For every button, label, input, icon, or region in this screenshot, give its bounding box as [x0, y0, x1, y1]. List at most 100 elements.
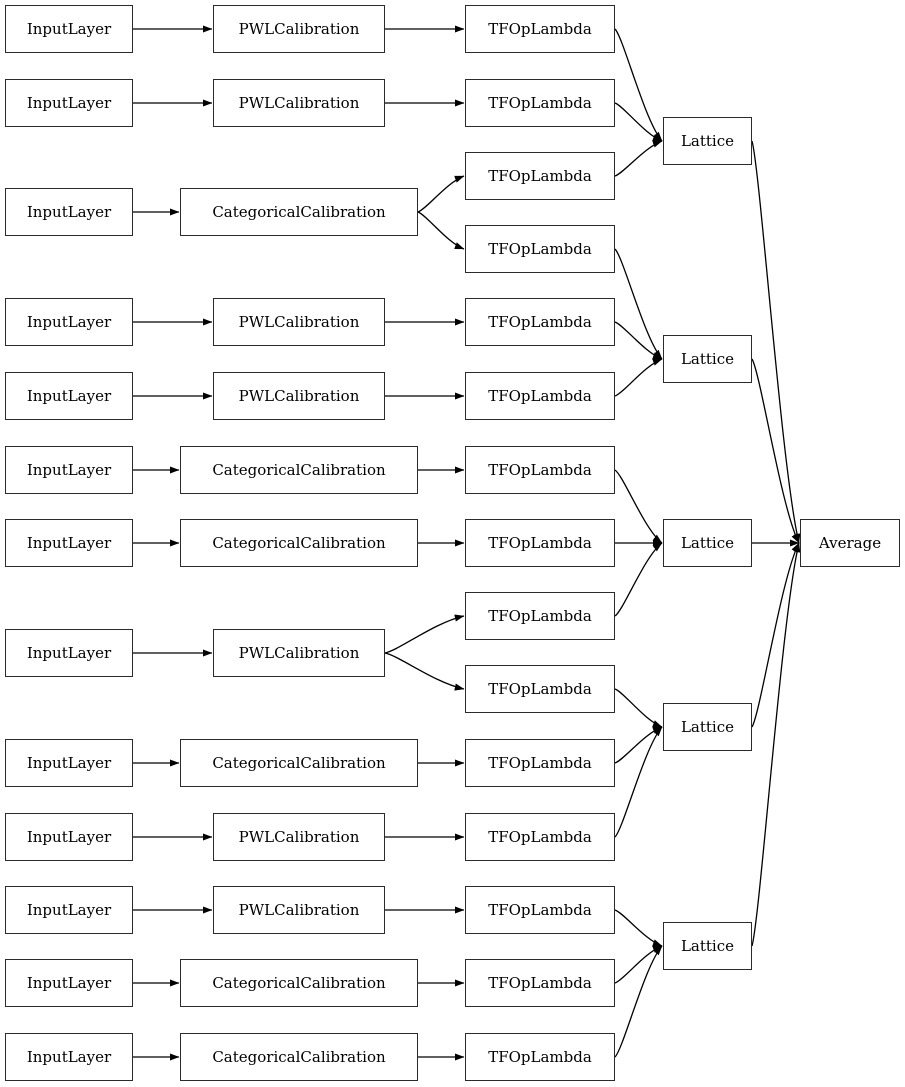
node-label: PWLCalibration — [238, 827, 360, 846]
node-input-in1[interactable]: InputLayer — [5, 5, 133, 53]
node-label: CategoricalCalibration — [212, 460, 386, 479]
node-label: InputLayer — [26, 753, 112, 772]
node-label: InputLayer — [26, 1047, 112, 1066]
node-input-in6[interactable]: InputLayer — [5, 446, 133, 494]
edge-op2-to-lat1 — [614, 102, 663, 142]
node-input-in13[interactable]: InputLayer — [5, 1033, 133, 1081]
node-tfop-op13[interactable]: TFOpLambda — [465, 886, 615, 934]
node-input-in9[interactable]: InputLayer — [5, 739, 133, 787]
node-tfop-op9[interactable]: TFOpLambda — [465, 592, 615, 640]
node-tfop-op5[interactable]: TFOpLambda — [465, 298, 615, 346]
node-tfop-op6[interactable]: TFOpLambda — [465, 372, 615, 420]
node-label: Lattice — [680, 131, 735, 150]
edge-lat5-to-avg — [751, 542, 801, 947]
node-lattice-lat2[interactable]: Lattice — [663, 335, 752, 383]
node-tfop-op2[interactable]: TFOpLambda — [465, 79, 615, 127]
node-label: InputLayer — [26, 643, 112, 662]
edge-lat1-to-avg — [751, 140, 801, 544]
node-label: Lattice — [680, 936, 735, 955]
node-tfop-op14[interactable]: TFOpLambda — [465, 959, 615, 1007]
node-label: TFOpLambda — [488, 827, 592, 846]
node-tfop-op12[interactable]: TFOpLambda — [465, 813, 615, 861]
node-label: TFOpLambda — [488, 900, 592, 919]
node-tfop-op11[interactable]: TFOpLambda — [465, 739, 615, 787]
node-cat-cal13[interactable]: CategoricalCalibration — [180, 1033, 418, 1081]
node-label: CategoricalCalibration — [212, 1047, 386, 1066]
node-lattice-lat1[interactable]: Lattice — [663, 117, 752, 165]
node-input-in11[interactable]: InputLayer — [5, 886, 133, 934]
node-input-in4[interactable]: InputLayer — [5, 298, 133, 346]
edge-op1-to-lat1 — [614, 28, 663, 142]
edge-op6-to-lat2 — [614, 358, 663, 397]
node-pwl-cal1[interactable]: PWLCalibration — [213, 5, 385, 53]
node-tfop-op15[interactable]: TFOpLambda — [465, 1033, 615, 1081]
node-average-avg[interactable]: Average — [800, 519, 900, 567]
node-pwl-cal5[interactable]: PWLCalibration — [213, 372, 385, 420]
edge-op5-to-lat2 — [614, 321, 663, 360]
node-tfop-op7[interactable]: TFOpLambda — [465, 446, 615, 494]
node-tfop-op1[interactable]: TFOpLambda — [465, 5, 615, 53]
node-cat-cal3[interactable]: CategoricalCalibration — [180, 188, 418, 236]
node-label: TFOpLambda — [488, 166, 592, 185]
node-label: PWLCalibration — [238, 643, 360, 662]
node-input-in12[interactable]: InputLayer — [5, 959, 133, 1007]
edge-op14-to-lat5 — [614, 945, 663, 984]
node-lattice-lat3[interactable]: Lattice — [663, 519, 752, 567]
node-label: CategoricalCalibration — [212, 533, 386, 552]
node-pwl-cal8[interactable]: PWLCalibration — [213, 629, 385, 677]
node-label: InputLayer — [26, 93, 112, 112]
edge-op12-to-lat4 — [614, 726, 663, 838]
node-label: TFOpLambda — [488, 312, 592, 331]
node-label: TFOpLambda — [488, 19, 592, 38]
edge-cal3-to-op4 — [417, 211, 465, 250]
node-input-in5[interactable]: InputLayer — [5, 372, 133, 420]
node-pwl-cal11[interactable]: PWLCalibration — [213, 886, 385, 934]
edge-op13-to-lat5 — [614, 909, 663, 947]
node-label: TFOpLambda — [488, 1047, 592, 1066]
node-input-in7[interactable]: InputLayer — [5, 519, 133, 567]
node-lattice-lat4[interactable]: Lattice — [663, 703, 752, 751]
node-label: TFOpLambda — [488, 239, 592, 258]
node-label: InputLayer — [26, 827, 112, 846]
edge-op7-to-lat3 — [614, 469, 663, 544]
node-cat-cal6[interactable]: CategoricalCalibration — [180, 446, 418, 494]
node-tfop-op10[interactable]: TFOpLambda — [465, 665, 615, 713]
edge-lat4-to-avg — [751, 542, 800, 728]
node-input-in2[interactable]: InputLayer — [5, 79, 133, 127]
edge-op4-to-lat2 — [614, 248, 663, 360]
node-input-in3[interactable]: InputLayer — [5, 188, 133, 236]
node-label: PWLCalibration — [238, 93, 360, 112]
node-pwl-cal4[interactable]: PWLCalibration — [213, 298, 385, 346]
edge-op15-to-lat5 — [614, 945, 663, 1058]
node-tfop-op8[interactable]: TFOpLambda — [465, 519, 615, 567]
node-label: PWLCalibration — [238, 386, 360, 405]
node-label: TFOpLambda — [488, 606, 592, 625]
node-label: CategoricalCalibration — [212, 753, 386, 772]
node-label: TFOpLambda — [488, 93, 592, 112]
node-cat-cal7[interactable]: CategoricalCalibration — [180, 519, 418, 567]
node-lattice-lat5[interactable]: Lattice — [663, 922, 752, 970]
edge-op9-to-lat3 — [614, 542, 663, 617]
node-tfop-op3[interactable]: TFOpLambda — [465, 152, 615, 200]
node-label: TFOpLambda — [488, 973, 592, 992]
node-label: TFOpLambda — [488, 386, 592, 405]
node-cat-cal12[interactable]: CategoricalCalibration — [180, 959, 418, 1007]
edge-op10-to-lat4 — [614, 688, 663, 728]
node-input-in10[interactable]: InputLayer — [5, 813, 133, 861]
node-pwl-cal2[interactable]: PWLCalibration — [213, 79, 385, 127]
node-label: InputLayer — [26, 533, 112, 552]
node-label: InputLayer — [26, 386, 112, 405]
node-input-in8[interactable]: InputLayer — [5, 629, 133, 677]
node-cat-cal9[interactable]: CategoricalCalibration — [180, 739, 418, 787]
node-label: PWLCalibration — [238, 900, 360, 919]
node-label: Lattice — [680, 533, 735, 552]
node-tfop-op4[interactable]: TFOpLambda — [465, 225, 615, 273]
node-label: InputLayer — [26, 900, 112, 919]
edge-op11-to-lat4 — [614, 726, 663, 764]
node-label: InputLayer — [26, 973, 112, 992]
node-label: InputLayer — [26, 19, 112, 38]
node-pwl-cal10[interactable]: PWLCalibration — [213, 813, 385, 861]
edge-op3-to-lat1 — [614, 140, 663, 177]
